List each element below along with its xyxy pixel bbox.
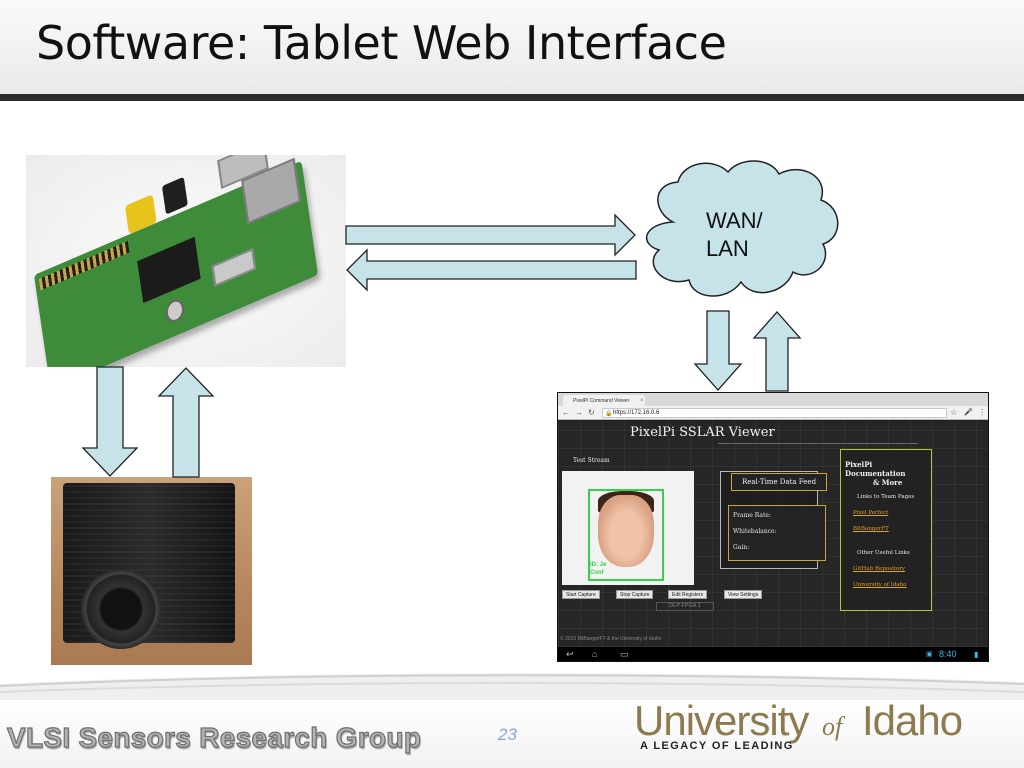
tab-close-icon[interactable]: × [640,398,644,404]
face-id-label: ID: Je Conf [590,561,606,577]
arrow-down-cloud-to-tablet [693,310,743,391]
arrow-up-tablet-to-cloud [752,311,802,392]
audio-jack [161,176,188,215]
data-feed-values: Frame Rate: Whitebalance: Gain: [728,505,826,561]
page-number: 23 [498,725,517,744]
face-id-line1: ID: Je [590,562,607,568]
browser-menu-icon[interactable]: ⋮ [978,408,986,417]
cloud-label-line2: LAN [706,236,749,261]
research-group-name: VLSI Sensors Research Group [6,721,422,753]
university-logo-of: of [822,712,843,741]
microphone-icon[interactable]: 🎤 [964,409,973,416]
camera-photo [51,477,252,665]
data-feed-title: Real-Time Data Feed [731,473,827,491]
board-label: DLP FPGA 1 [656,602,714,611]
bookmark-star-icon[interactable]: ☆ [950,408,958,417]
reload-icon[interactable]: ↻ [588,408,595,417]
gain-label: Gain: [733,544,750,551]
team-pages-heading: Links to Team Pages [857,494,915,500]
tablet-screenshot: PixelPi Command Viewer × ← → ↻ 🔒 https:/… [557,392,989,662]
cloud-label: WAN/ LAN [706,207,763,263]
browser-tab-title: PixelPi Command Viewer [573,398,630,404]
link-bitbangerft[interactable]: BitBangerFT [853,526,889,532]
docs-title-line3: & More [873,478,903,487]
edit-registers-button[interactable]: Edit Registers [668,590,708,599]
system-clock: 8:40 [939,649,957,659]
link-github-repository[interactable]: GitHub Repository [853,566,906,572]
start-capture-button[interactable]: Start Capture [562,590,600,599]
university-logo-word1: University [634,697,809,744]
link-pixel-perfect[interactable]: Pixel Perfect [853,510,889,516]
capacitor [164,296,186,326]
browser-address-bar: ← → ↻ 🔒 https://172.16.0.6 ☆ 🎤 ⋮ [558,406,988,420]
arrow-up-camera-to-pi [157,367,215,478]
status-icons: ▣ [926,651,933,658]
view-settings-button[interactable]: View Settings [724,590,763,599]
viewer-page: PixelPi SSLAR Viewer Test Stream ID: Je … [558,421,988,647]
viewer-title: PixelPi SSLAR Viewer [630,425,775,440]
docs-title: PixelPi Documentation [845,460,905,478]
arrow-down-pi-to-camera [81,366,139,477]
browser-tab-bar: PixelPi Command Viewer × [558,393,988,406]
android-home-icon[interactable]: ⌂ [592,649,598,659]
other-links-heading: Other Useful Links [857,550,910,556]
lock-icon: 🔒 [605,411,613,417]
camera-lens [81,569,161,649]
rca-jack [124,194,157,235]
browser-tab[interactable]: PixelPi Command Viewer × [563,395,645,406]
face-id-line2: Conf [590,570,604,576]
copyright-text: © 2013 BitBangerFT & the University of I… [560,636,662,642]
frame-rate-label: Frame Rate: [733,512,771,519]
android-recents-icon[interactable]: ▭ [620,649,629,659]
link-university-of-idaho[interactable]: University of Idaho [853,582,907,588]
raspberry-pi-photo [26,155,346,367]
android-system-bar: ↩ ⌂ ▭ ▣ 8:40 ▮ [558,647,988,661]
cloud-label-line1: WAN/ [706,208,763,233]
arrow-left-cloud-to-pi [346,248,637,292]
stop-capture-button[interactable]: Stop Capture [616,590,654,599]
documentation-panel: PixelPi Documentation & More Links to Te… [840,449,932,611]
face-image [598,495,654,567]
university-tagline: A LEGACY OF LEADING [640,740,794,752]
whitebalance-label: Whitebalance: [733,528,777,535]
url-input[interactable]: 🔒 https://172.16.0.6 [602,408,947,418]
android-back-icon[interactable]: ↩ [566,649,574,659]
wan-lan-cloud [645,160,839,297]
docs-title-line1: PixelPi [845,460,873,469]
arrow-right-pi-to-cloud [345,213,636,257]
docs-title-line2: Documentation [845,469,906,478]
slide-title: Software: Tablet Web Interface [36,16,727,70]
test-stream-video: ID: Je Conf [562,471,694,585]
url-text: https://172.16.0.6 [613,410,660,416]
title-band [0,0,1024,96]
footer-band [0,700,1024,768]
viewer-title-rule [718,443,918,444]
forward-arrow-icon[interactable]: → [575,408,583,417]
hdmi-port [211,248,257,287]
test-stream-label: Test Stream [573,457,610,464]
title-divider [0,94,1024,101]
soc-chip [137,236,201,304]
university-logo-word2: Idaho [862,697,963,744]
cloud-shape [645,160,839,297]
footer-swoosh [0,673,1024,702]
wifi-battery-icon: ▮ [974,650,979,659]
face-detection-box [588,489,664,581]
back-arrow-icon[interactable]: ← [562,408,570,417]
pi-board [33,155,319,367]
camera-body [63,483,235,643]
gpio-pins [38,241,130,291]
